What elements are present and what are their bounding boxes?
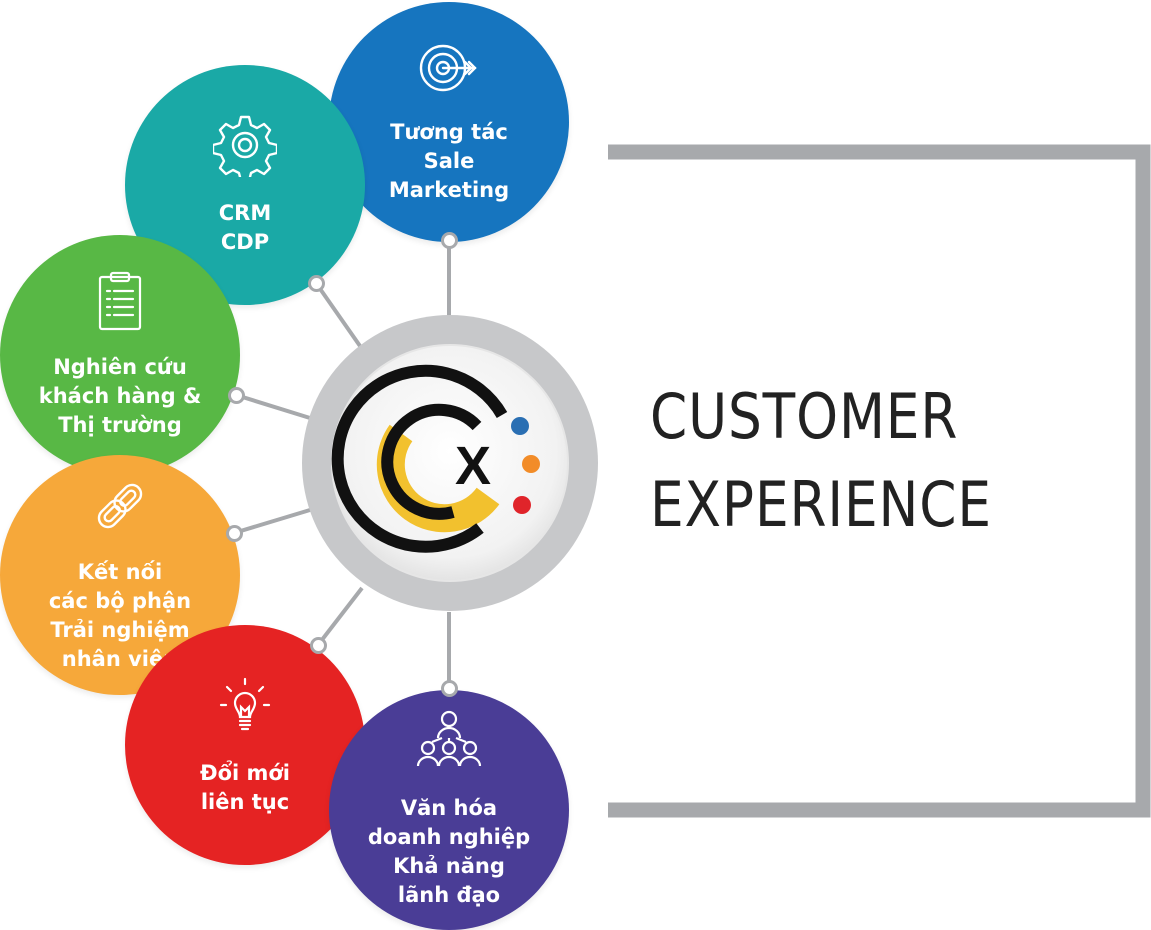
node-label-line: Tương tác bbox=[390, 119, 508, 144]
connector-line bbox=[316, 586, 364, 647]
node-label-line: Kết nối bbox=[77, 560, 163, 584]
hub: X bbox=[302, 315, 598, 611]
cx-logo: X bbox=[331, 364, 540, 553]
node-label-line: Khả năng bbox=[393, 854, 505, 878]
node-label-line: doanh nghiệp bbox=[367, 825, 531, 849]
cx-logo-dot-red bbox=[513, 496, 531, 514]
connector-line bbox=[314, 281, 362, 348]
node-label-line: Nghiên cứu bbox=[53, 354, 187, 379]
clipboard-icon bbox=[97, 271, 143, 335]
cx-logo-letter: X bbox=[455, 436, 491, 496]
connector-dot bbox=[441, 680, 458, 697]
node-crm-cdp: CRM CDP bbox=[125, 65, 365, 305]
connector-dot bbox=[226, 525, 243, 542]
title-line-2: EXPERIENCE bbox=[650, 468, 992, 541]
node-label-line: Sale bbox=[423, 148, 475, 173]
connector-line bbox=[233, 508, 311, 535]
connector-line bbox=[235, 393, 311, 420]
node-label-line: Thị trường bbox=[58, 412, 182, 437]
node-label-line: Trải nghiệm bbox=[50, 618, 190, 642]
connector-dot bbox=[228, 387, 245, 404]
node-label-line: Marketing bbox=[388, 177, 510, 202]
connector-dot bbox=[310, 637, 327, 654]
connectors bbox=[233, 240, 451, 688]
node-label: Nghiên cứu khách hàng & Thị trường bbox=[39, 353, 202, 440]
node-label-line: CRM bbox=[218, 201, 272, 225]
gear-icon bbox=[211, 113, 279, 183]
node-label-line: Đổi mới bbox=[199, 761, 291, 785]
title-line-1: CUSTOMER bbox=[650, 380, 959, 453]
node-label-line: CDP bbox=[220, 230, 270, 254]
node-label-line: liên tục bbox=[200, 790, 290, 814]
connector-dot bbox=[441, 232, 458, 249]
node-label-line: khách hàng & bbox=[38, 383, 202, 408]
cx-logo-inner-arc bbox=[381, 403, 482, 520]
cx-logo-dot-blue bbox=[511, 417, 529, 435]
lightbulb-icon bbox=[213, 673, 277, 741]
cx-logo-dot-orange bbox=[522, 455, 540, 473]
node-research: Nghiên cứu khách hàng & Thị trường bbox=[0, 235, 240, 475]
node-label-line: Văn hóa bbox=[400, 796, 498, 820]
connector-dot bbox=[308, 275, 325, 292]
node-label: CRM CDP bbox=[219, 199, 271, 257]
frame-bracket bbox=[608, 144, 1151, 818]
link-icon bbox=[90, 476, 150, 540]
cx-logo-outer-arc bbox=[331, 364, 508, 553]
node-label: Đổi mới liên tục bbox=[200, 759, 290, 817]
target-icon bbox=[417, 40, 481, 100]
node-label-line: các bộ phận bbox=[48, 589, 192, 613]
node-innovation: Đổi mới liên tục bbox=[125, 625, 365, 865]
node-label-line: lãnh đạo bbox=[397, 883, 501, 907]
team-icon bbox=[414, 710, 484, 776]
